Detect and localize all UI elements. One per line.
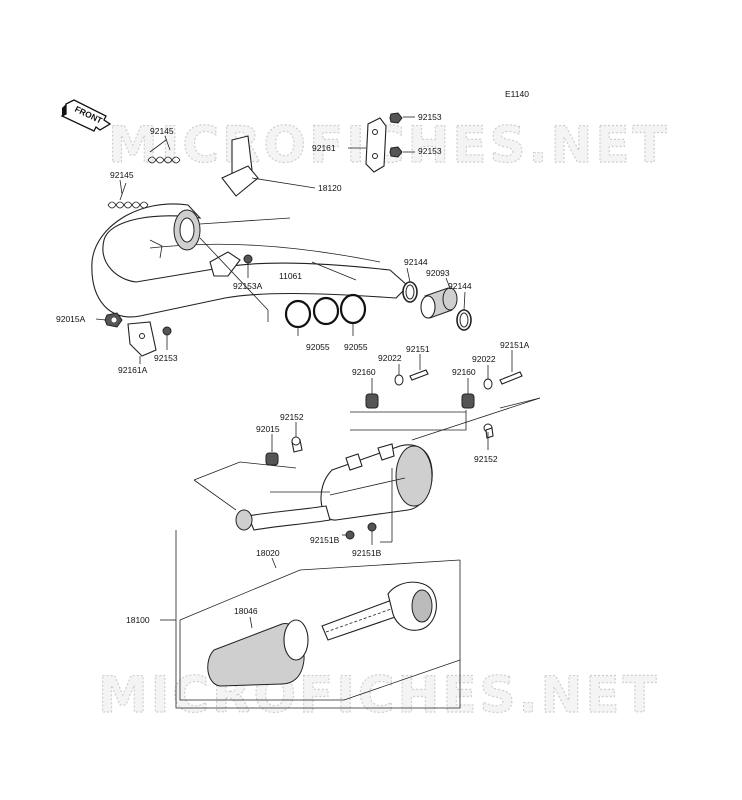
label-92152-b: 92152 xyxy=(474,454,498,464)
label-92151A: 92151A xyxy=(500,340,530,350)
bracket-92161A xyxy=(104,312,172,357)
bracket-92161 xyxy=(365,112,403,173)
label-18120: 18120 xyxy=(318,183,342,193)
label-92145-mid: 92145 xyxy=(110,170,134,180)
label-92153-low: 92153 xyxy=(154,353,178,363)
label-92022-b: 92022 xyxy=(472,354,496,364)
label-92144-a: 92144 xyxy=(404,257,428,267)
label-92055-a: 92055 xyxy=(306,342,330,352)
spring-icon-lower xyxy=(107,182,149,209)
label-92160-a: 92160 xyxy=(352,367,376,377)
label-92145-top: 92145 xyxy=(150,126,174,136)
spring-icon-upper xyxy=(147,139,181,164)
bolt-92153A xyxy=(243,254,253,264)
label-92015A: 92015A xyxy=(56,314,86,324)
label-92151B-b: 92151B xyxy=(352,548,382,558)
leader-lines xyxy=(95,116,513,629)
label-11061: 11061 xyxy=(279,271,302,281)
label-92151B-a: 92151B xyxy=(310,535,340,545)
label-92161A: 92161A xyxy=(118,365,148,375)
label-92152-a: 92152 xyxy=(280,412,304,422)
label-92015: 92015 xyxy=(256,424,280,434)
watermark-bottom: MICROFICHES.NET xyxy=(98,666,660,724)
label-18046: 18046 xyxy=(234,606,258,616)
exhaust-header-pipe xyxy=(91,135,409,318)
label-92151: 92151 xyxy=(406,344,430,354)
label-92093: 92093 xyxy=(426,268,450,278)
mounting-hardware xyxy=(265,369,523,540)
label-92160-b: 92160 xyxy=(452,367,476,377)
label-92153-top2: 92153 xyxy=(418,146,442,156)
label-92153A: 92153A xyxy=(233,281,263,291)
label-18100: 18100 xyxy=(126,615,150,625)
diagram-code: E1140 xyxy=(505,89,529,99)
muffler-body xyxy=(235,443,433,531)
label-18020: 18020 xyxy=(256,548,280,558)
label-92022-a: 92022 xyxy=(378,353,402,363)
label-92153-top1: 92153 xyxy=(418,112,442,122)
part-labels: 92145 92145 92153 92153 92161 18120 1106… xyxy=(56,112,530,625)
front-arrow-icon: FRONT xyxy=(60,99,112,132)
assembly-outline xyxy=(175,217,541,709)
label-92161: 92161 xyxy=(312,143,336,153)
o-ring-gaskets xyxy=(284,293,367,329)
watermark-top: MICROFICHES.NET xyxy=(108,116,670,174)
pipe-joint-parts xyxy=(402,281,472,331)
silencer-insert xyxy=(207,581,437,687)
label-92144-b: 92144 xyxy=(448,281,472,291)
label-92055-b: 92055 xyxy=(344,342,368,352)
